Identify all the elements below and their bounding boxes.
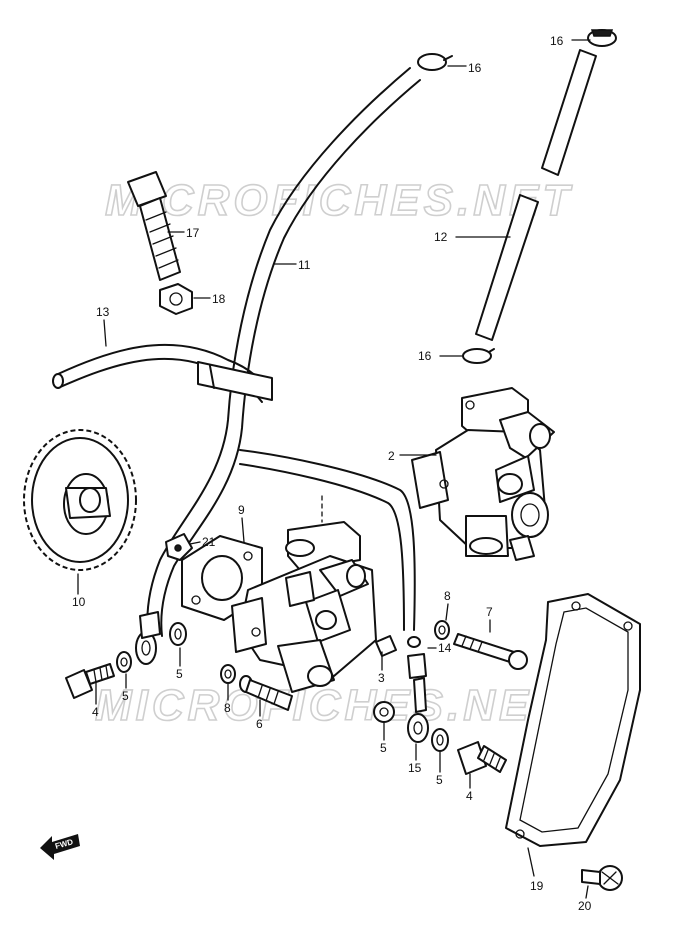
hose-guide-clip <box>197 361 273 401</box>
banjo-bolt-4-right <box>457 741 507 775</box>
callout-9: 9 <box>238 503 245 517</box>
washer-5-b <box>169 622 187 646</box>
banjo-fitting <box>135 611 161 665</box>
forward-arrow-icon: FWD <box>40 834 80 860</box>
callout-5-a: 5 <box>122 689 129 703</box>
banjo-fitting-15 <box>407 677 429 743</box>
callout-3: 3 <box>378 671 385 685</box>
hose-clamp-16-right <box>587 29 617 47</box>
hose-connector <box>239 449 416 631</box>
callout-5-c: 5 <box>380 741 387 755</box>
screw-6 <box>239 675 293 711</box>
callout-13: 13 <box>96 305 110 319</box>
washer-5-a <box>116 651 132 673</box>
callout-5-d: 5 <box>436 773 443 787</box>
callout-17: 17 <box>186 226 200 240</box>
plug-3 <box>375 635 397 657</box>
callout-5-b: 5 <box>176 667 183 681</box>
washer-8-right <box>434 620 450 640</box>
washer-5-d <box>431 728 449 752</box>
callout-16-top: 16 <box>468 61 482 75</box>
gasket-9 <box>181 535 263 621</box>
callout-10: 10 <box>72 595 86 609</box>
drive-gear-10 <box>23 429 137 571</box>
callout-4-left: 4 <box>92 705 99 719</box>
washer-5-c <box>373 701 395 723</box>
oil-pump-body <box>231 495 377 693</box>
nut-18 <box>159 283 193 315</box>
callout-8-right: 8 <box>444 589 451 603</box>
callout-15: 15 <box>408 761 422 775</box>
washer-8-left <box>220 664 236 684</box>
hose-clamp-16-top <box>417 53 453 71</box>
hose-12 <box>475 49 597 341</box>
callout-11: 11 <box>298 258 311 272</box>
callout-4-right: 4 <box>466 789 473 803</box>
callout-6: 6 <box>256 717 263 731</box>
callout-19: 19 <box>530 879 544 893</box>
callout-18: 18 <box>212 292 226 306</box>
cover-gasket-19 <box>505 593 641 847</box>
clip-21 <box>165 533 193 561</box>
bolt-17 <box>127 171 181 281</box>
callout-12: 12 <box>434 230 448 244</box>
leader-lines <box>77 39 591 899</box>
callout-7: 7 <box>486 605 493 619</box>
callout-14: 14 <box>438 641 452 655</box>
callout-21: 21 <box>202 535 216 549</box>
watermark-bottom: MICROFICHES.NET <box>95 681 563 730</box>
callout-16-lower: 16 <box>418 349 432 363</box>
callout-2: 2 <box>388 449 395 463</box>
bolt-7 <box>453 633 528 670</box>
hose-clamp-16-lower <box>462 348 495 364</box>
screw-20 <box>581 865 623 891</box>
watermark-top: MICROFICHES.NET <box>105 176 573 225</box>
callout-20: 20 <box>578 899 592 913</box>
callout-8-left: 8 <box>224 701 231 715</box>
oil-pump-2 <box>411 387 555 561</box>
callout-16-right: 16 <box>550 34 564 48</box>
fitting-14 <box>407 636 427 679</box>
banjo-bolt-4-left <box>65 663 115 699</box>
